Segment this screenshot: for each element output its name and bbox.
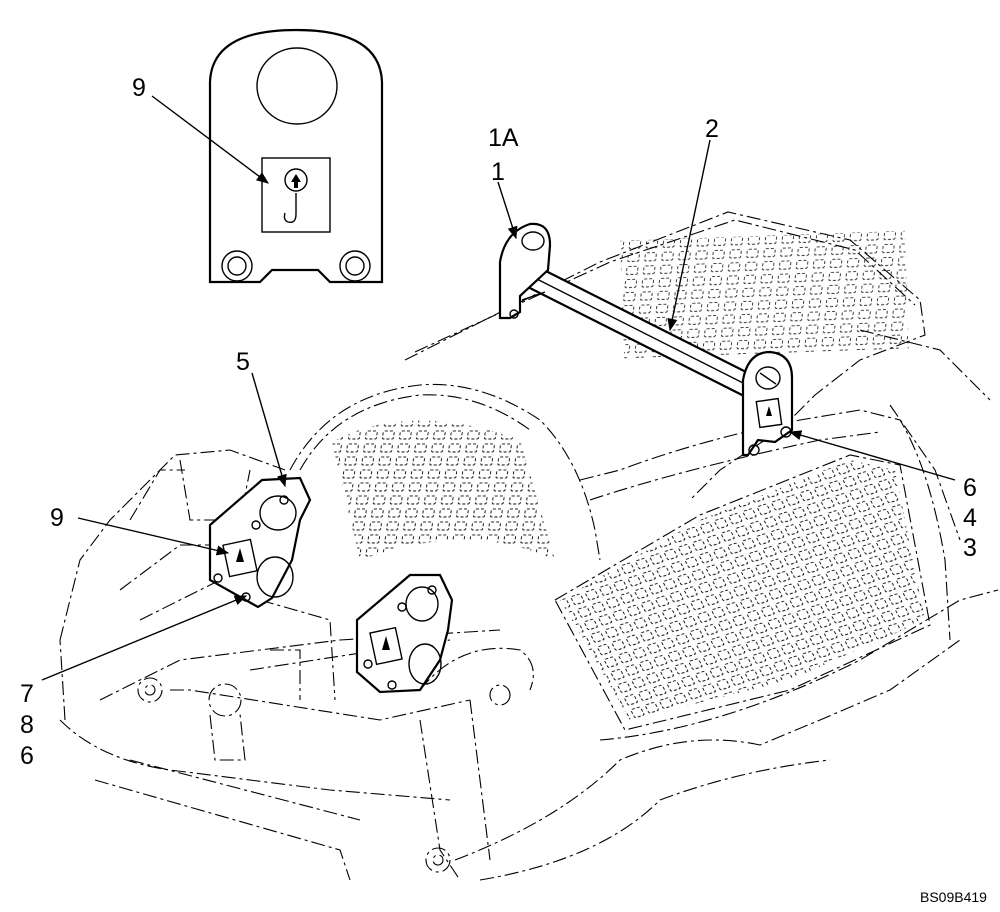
left-lift-plate: [498, 222, 552, 320]
lift-hole: [256, 47, 338, 125]
cab-grille: [332, 420, 555, 560]
callout-7: 7: [20, 680, 34, 708]
callout-1a: 1A: [488, 124, 519, 152]
lift-hook-decal-icon: [283, 168, 308, 224]
callout-8: 8: [20, 711, 34, 739]
rear-grille: [560, 460, 925, 720]
callout-4: 4: [963, 504, 977, 532]
callout-6-right: 6: [963, 474, 977, 502]
machine-outline: [59, 211, 999, 881]
bolt-icon: [221, 250, 371, 282]
callout-2: 2: [705, 115, 719, 143]
callout-5: 5: [236, 348, 250, 376]
tie-down-plate-right: [355, 573, 454, 694]
detail-lift-plate: [208, 28, 384, 284]
callout-1: 1: [491, 158, 505, 186]
lift-decal: [261, 157, 331, 233]
tie-down-plate-left: [208, 476, 312, 609]
callout-9-detail: 9: [132, 74, 146, 102]
callout-3: 3: [963, 534, 977, 562]
callout-6-left: 6: [20, 742, 34, 770]
lift-bar-assembly: [498, 222, 794, 457]
leader-lines: [41, 95, 956, 681]
drawing-code: BS09B419: [920, 889, 987, 905]
callout-9-left: 9: [50, 504, 64, 532]
top-grille: [620, 230, 909, 359]
